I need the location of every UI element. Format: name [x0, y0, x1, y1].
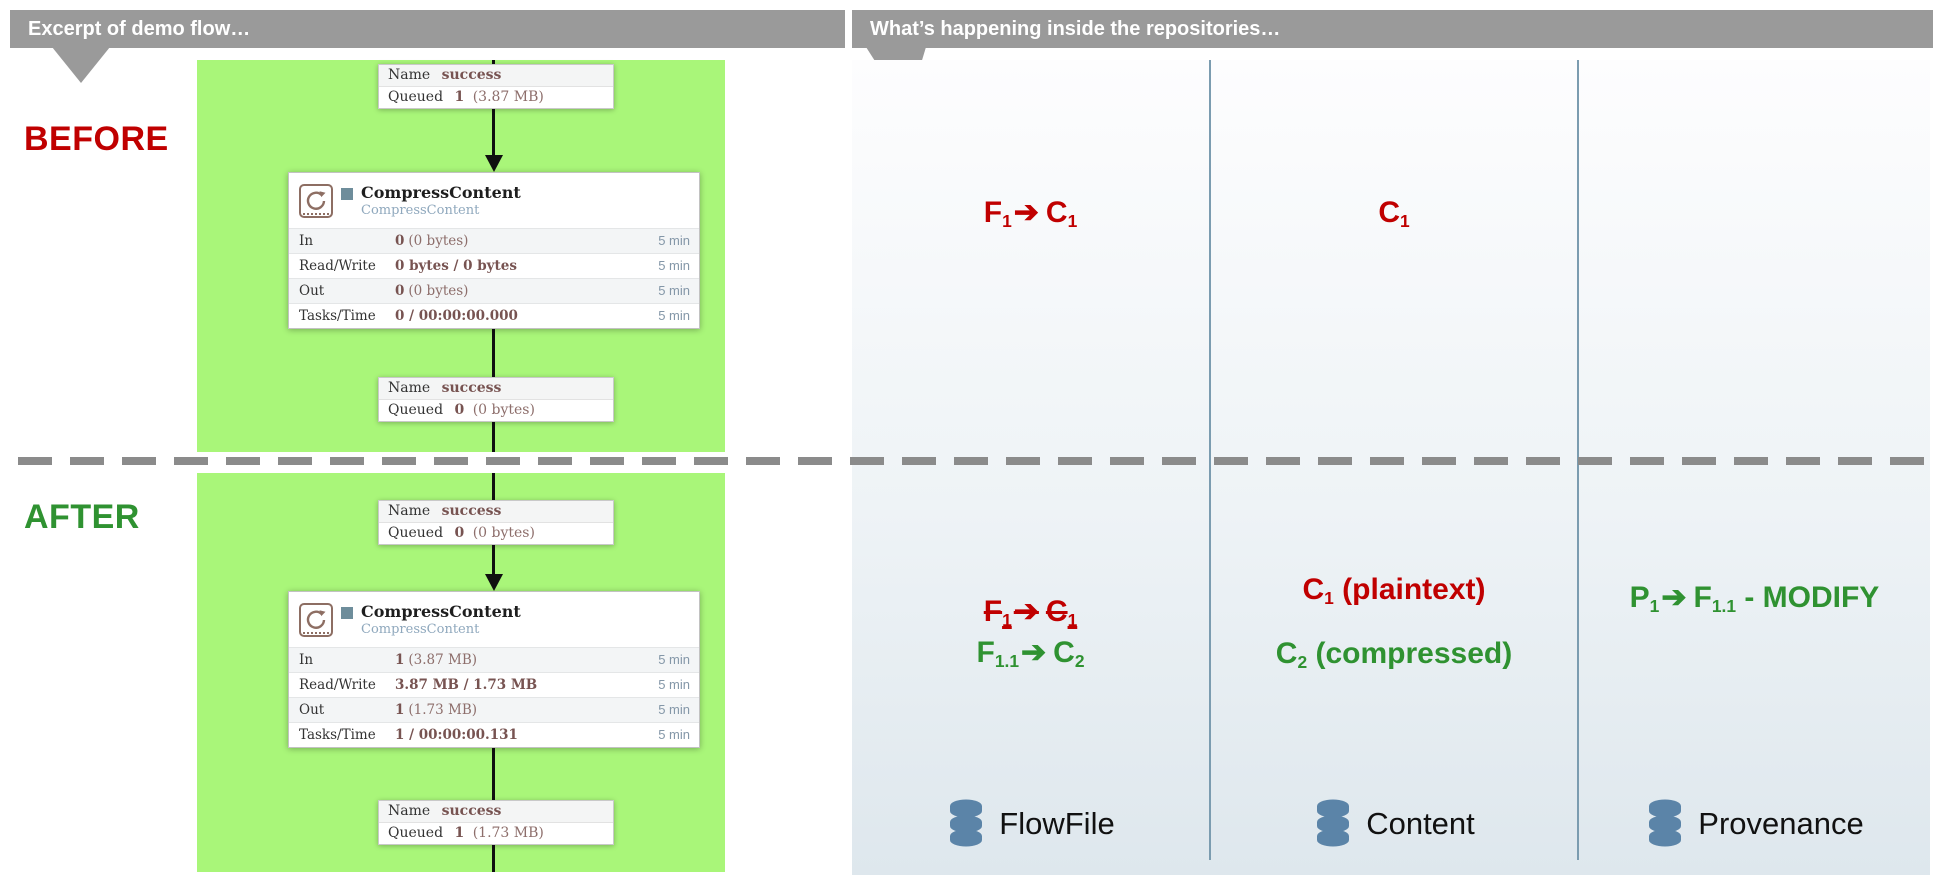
- repositories-panel: F1➔C1 F1➔C1 F1.1➔C2 FlowFile: [852, 60, 1930, 875]
- repository-label: Content: [1366, 806, 1475, 841]
- queue-label-after-top: Name success Queued 0 (0 bytes): [378, 500, 614, 545]
- left-header-label: Excerpt of demo flow…: [28, 18, 251, 40]
- queue-label-after-bottom: Name success Queued 1 (1.73 MB): [378, 800, 614, 845]
- compress-content-icon: [299, 602, 333, 637]
- queued-count: 1: [454, 89, 465, 105]
- stat-window: 5 min: [658, 283, 690, 298]
- content-before-notation: C1: [1378, 196, 1410, 231]
- stat-row-in: In 1(3.87 MB) 5 min: [289, 647, 699, 672]
- provenance-after-notation: P1➔F1.1 - MODIFY: [1629, 581, 1880, 616]
- database-icon: [950, 799, 983, 847]
- flow-panel-after: Name success Queued 0 (0 bytes) Com: [197, 473, 725, 872]
- processor-type: CompressContent: [361, 621, 480, 637]
- processor-header: CompressContent CompressContent: [289, 592, 699, 647]
- processor-compresscontent-before: CompressContent CompressContent In 0(0 b…: [288, 172, 700, 329]
- stat-window: 5 min: [658, 677, 690, 692]
- connection-line: [492, 60, 495, 160]
- content-after-old-notation: C1 (plaintext): [1302, 573, 1486, 608]
- stat-row-taskstime: Tasks/Time 0 / 00:00:00.000 5 min: [289, 303, 699, 328]
- flowfile-repo-column: F1➔C1 F1➔C1 F1.1➔C2 FlowFile: [852, 60, 1209, 875]
- right-header-bar: What’s happening inside the repositories…: [852, 10, 1933, 48]
- flowfile-before-notation: F1➔C1: [983, 196, 1078, 231]
- before-label: BEFORE: [24, 120, 169, 158]
- queued-label: Queued: [388, 89, 444, 105]
- refresh-arrows-icon: [306, 190, 326, 210]
- processor-name: CompressContent: [361, 182, 521, 202]
- processor-type: CompressContent: [361, 202, 480, 218]
- database-icon: [1649, 799, 1682, 847]
- stat-window: 5 min: [658, 233, 690, 248]
- provenance-repo-column: P1➔F1.1 - MODIFY Provenance: [1579, 60, 1930, 875]
- queue-name-row: Name success: [379, 501, 613, 523]
- repository-label: Provenance: [1698, 806, 1864, 841]
- refresh-arrows-icon: [306, 609, 326, 629]
- queued-size: (3.87 MB): [472, 89, 544, 105]
- queue-label-before-bottom: Name success Queued 0 (0 bytes): [378, 377, 614, 422]
- stat-window: 5 min: [658, 308, 690, 323]
- left-header-bar: Excerpt of demo flow…: [10, 10, 845, 48]
- queue-name-row: Name success: [379, 378, 613, 400]
- queue-name-value: success: [441, 67, 502, 83]
- stat-row-out: Out 1(1.73 MB) 5 min: [289, 697, 699, 722]
- flow-panel-before: Name success Queued 1 (3.87 MB) Com: [197, 60, 725, 452]
- queue-name-label: Name: [388, 67, 431, 83]
- queue-queued-row: Queued 0 (0 bytes): [388, 402, 535, 418]
- arrowhead-icon: [485, 574, 503, 591]
- database-icon: [1317, 799, 1350, 847]
- stat-window: 5 min: [658, 727, 690, 742]
- queue-name-row: Name success: [379, 65, 613, 87]
- repository-label: FlowFile: [999, 806, 1115, 841]
- provenance-repository: Provenance: [1579, 798, 1930, 850]
- stat-row-in: In 0(0 bytes) 5 min: [289, 228, 699, 253]
- flowfile-after-old-notation: F1➔C1: [983, 595, 1078, 630]
- content-after-new-notation: C2 (compressed): [1275, 637, 1513, 672]
- processor-type-square-icon: [341, 187, 353, 200]
- right-header-label: What’s happening inside the repositories…: [870, 18, 1281, 40]
- before-after-divider: [18, 457, 1933, 465]
- content-repo-column: C1 C1 (plaintext) C2 (compressed) Conten…: [1211, 60, 1577, 875]
- queue-name-row: Name success: [379, 801, 613, 823]
- stat-window: 5 min: [658, 258, 690, 273]
- stat-row-readwrite: Read/Write 0 bytes / 0 bytes 5 min: [289, 253, 699, 278]
- stat-window: 5 min: [658, 652, 690, 667]
- stat-row-taskstime: Tasks/Time 1 / 00:00:00.131 5 min: [289, 722, 699, 747]
- flowfile-repository: FlowFile: [852, 798, 1209, 850]
- queue-queued-row: Queued 0 (0 bytes): [388, 525, 535, 541]
- arrowhead-icon: [485, 155, 503, 172]
- flowfile-after-new-notation: F1.1➔C2: [976, 636, 1085, 671]
- content-repository: Content: [1211, 798, 1577, 850]
- after-label: AFTER: [24, 498, 140, 536]
- queue-queued-row: Queued 1 (1.73 MB): [388, 825, 544, 841]
- processor-compresscontent-after: CompressContent CompressContent In 1(3.8…: [288, 591, 700, 748]
- stat-row-readwrite: Read/Write 3.87 MB / 1.73 MB 5 min: [289, 672, 699, 697]
- compress-content-icon: [299, 183, 333, 218]
- stat-row-out: Out 0(0 bytes) 5 min: [289, 278, 699, 303]
- processor-name: CompressContent: [361, 601, 521, 621]
- processor-type-square-icon: [341, 606, 353, 619]
- stat-window: 5 min: [658, 702, 690, 717]
- queue-label-before-top: Name success Queued 1 (3.87 MB): [378, 64, 614, 109]
- processor-header: CompressContent CompressContent: [289, 173, 699, 228]
- queue-queued-row: Queued 1 (3.87 MB): [379, 87, 613, 108]
- left-header-bubble-tail: [52, 47, 110, 83]
